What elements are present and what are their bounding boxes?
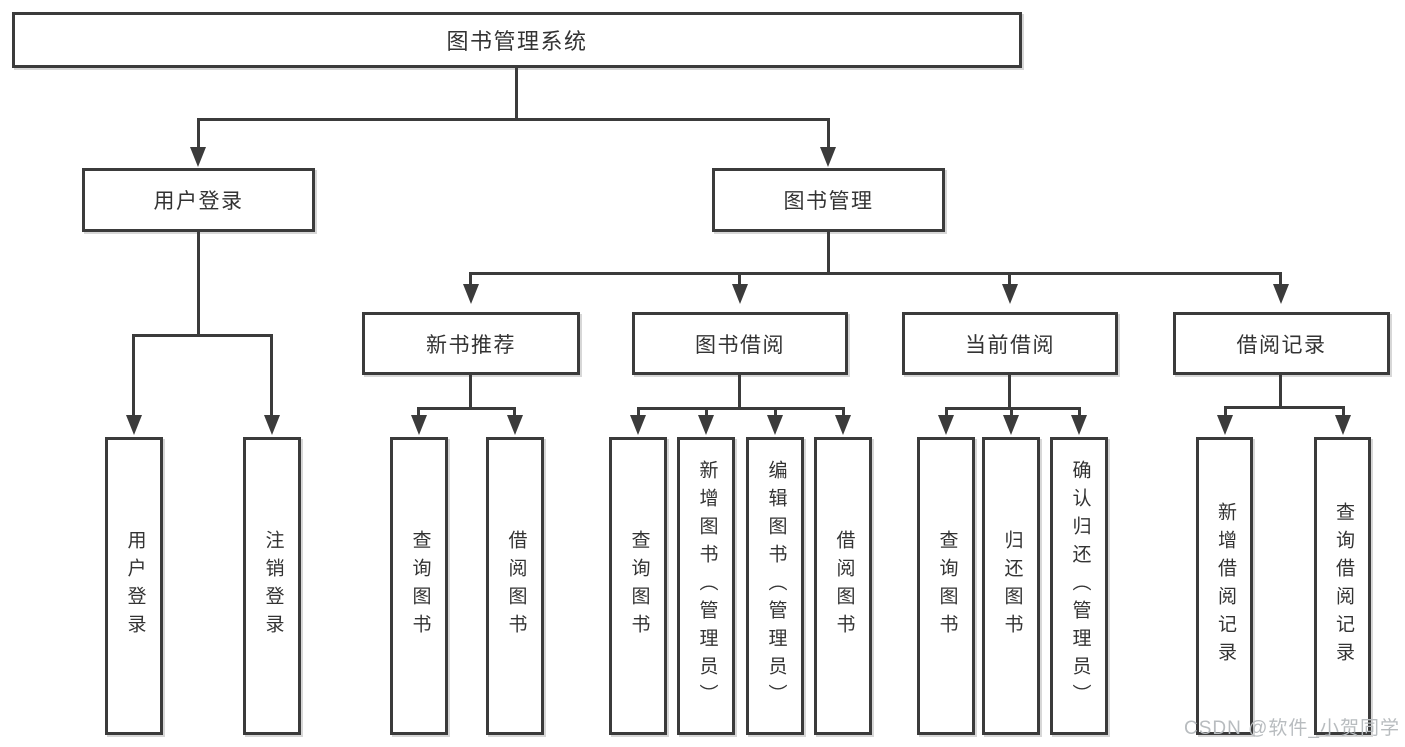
leaf-cb-query-books: 查询图书: [917, 437, 975, 735]
connector-user-login-stem: [197, 232, 200, 334]
connector-new-book-bar: [419, 407, 516, 410]
node-borrow-records: 借阅记录: [1173, 312, 1390, 375]
arrowhead-bb-edit: [767, 415, 783, 435]
arrowhead-leaf-user-login: [126, 415, 142, 435]
connector-book-borrow-bar: [638, 407, 844, 410]
node-current-borrow: 当前借阅: [902, 312, 1118, 375]
node-current-borrow-label: 当前借阅: [965, 333, 1055, 357]
leaf-bb-borrow-books-label: 借阅图书: [833, 530, 855, 642]
node-root-label: 图书管理系统: [446, 29, 588, 54]
connector-new-book-stem: [469, 375, 472, 407]
connector-cb-drop2: [1010, 407, 1013, 417]
leaf-bb-edit-book-admin-label: 编辑图书（管理员）: [765, 460, 787, 712]
connector-new-book-drop2: [513, 407, 516, 417]
connector-book-mgmt-bar: [471, 272, 1281, 275]
arrowhead-leaf-logout: [264, 415, 280, 435]
leaf-br-add-record-label: 新增借阅记录: [1214, 502, 1236, 670]
arrowhead-br-query: [1335, 415, 1351, 435]
leaf-user-login: 用户登录: [105, 437, 163, 735]
connector-new-book-drop1: [417, 407, 420, 417]
connector-borrow-records-bar: [1225, 406, 1344, 409]
node-book-mgmt: 图书管理: [712, 168, 945, 232]
connector-user-login-drop-right: [270, 334, 273, 416]
node-book-borrow: 图书借阅: [632, 312, 848, 375]
leaf-cb-query-books-label: 查询图书: [936, 530, 958, 642]
leaf-bb-edit-book-admin: 编辑图书（管理员）: [746, 437, 804, 735]
arrowhead-bb-add: [698, 415, 714, 435]
connector-current-borrow-bar: [946, 407, 1080, 410]
leaf-br-add-record: 新增借阅记录: [1196, 437, 1253, 735]
leaf-cb-return-books-label: 归还图书: [1001, 530, 1023, 642]
leaf-logout-label: 注销登录: [262, 530, 284, 642]
connector-book-borrow-stem: [738, 375, 741, 407]
connector-root-drop-left: [197, 118, 200, 150]
node-book-borrow-label: 图书借阅: [695, 333, 785, 357]
arrowhead-book-mgmt: [820, 147, 836, 167]
leaf-bb-query-books-label: 查询图书: [628, 530, 650, 642]
node-user-login: 用户登录: [82, 168, 315, 232]
leaf-logout: 注销登录: [243, 437, 301, 735]
connector-user-login-drop-left: [132, 334, 135, 416]
leaf-cb-return-books: 归还图书: [982, 437, 1040, 735]
connector-drop-borrow-records: [1279, 272, 1282, 286]
arrowhead-borrow-records: [1273, 284, 1289, 304]
connector-bb-drop3: [774, 407, 777, 417]
leaf-nb-borrow-books: 借阅图书: [486, 437, 544, 735]
csdn-watermark: CSDN @软件_小贺同学: [1184, 718, 1400, 739]
node-borrow-records-label: 借阅记录: [1236, 333, 1327, 357]
arrowhead-nb-borrow: [507, 415, 523, 435]
connector-book-mgmt-stem: [827, 232, 830, 272]
arrowhead-new-book: [463, 284, 479, 304]
leaf-bb-add-book-admin-label: 新增图书（管理员）: [696, 460, 718, 712]
connector-cb-drop3: [1078, 407, 1081, 417]
arrowhead-bb-query: [630, 415, 646, 435]
leaf-cb-confirm-return-admin: 确认归还（管理员）: [1050, 437, 1108, 735]
connector-bb-drop1: [637, 407, 640, 417]
leaf-bb-add-book-admin: 新增图书（管理员）: [677, 437, 735, 735]
connector-root-stem: [515, 68, 518, 118]
leaf-cb-confirm-return-admin-label: 确认归还（管理员）: [1069, 460, 1091, 712]
arrowhead-nb-query: [411, 415, 427, 435]
connector-current-borrow-stem: [1008, 375, 1011, 407]
connector-borrow-records-stem: [1279, 375, 1282, 406]
arrowhead-current-borrow: [1002, 284, 1018, 304]
leaf-nb-query-books-label: 查询图书: [409, 530, 431, 642]
connector-drop-current-borrow: [1008, 272, 1011, 286]
connector-drop-new-book: [469, 272, 472, 286]
connector-bb-drop4: [842, 407, 845, 417]
connector-root-drop-right: [827, 118, 830, 150]
connector-drop-book-borrow: [738, 272, 741, 286]
node-book-mgmt-label: 图书管理: [783, 190, 874, 213]
connector-cb-drop1: [945, 407, 948, 417]
arrowhead-br-add: [1217, 415, 1233, 435]
connector-bb-drop2: [705, 407, 708, 417]
node-new-book-recommend-label: 新书推荐: [426, 333, 516, 357]
connector-root-bar: [197, 118, 830, 121]
leaf-nb-query-books: 查询图书: [390, 437, 448, 735]
arrowhead-bb-borrow: [835, 415, 851, 435]
connector-user-login-bar: [133, 334, 273, 337]
arrowhead-cb-confirm: [1071, 415, 1087, 435]
leaf-bb-query-books: 查询图书: [609, 437, 667, 735]
node-user-login-label: 用户登录: [153, 190, 244, 213]
arrowhead-book-borrow: [732, 284, 748, 304]
leaf-bb-borrow-books: 借阅图书: [814, 437, 872, 735]
connector-br-drop1: [1224, 406, 1227, 417]
node-new-book-recommend: 新书推荐: [362, 312, 580, 375]
connector-br-drop2: [1342, 406, 1345, 417]
leaf-user-login-label: 用户登录: [124, 530, 146, 642]
arrowhead-cb-return: [1003, 415, 1019, 435]
node-root: 图书管理系统: [12, 12, 1022, 68]
arrowhead-cb-query: [938, 415, 954, 435]
arrowhead-user-login: [190, 147, 206, 167]
leaf-br-query-record: 查询借阅记录: [1314, 437, 1371, 735]
leaf-br-query-record-label: 查询借阅记录: [1332, 502, 1354, 670]
leaf-nb-borrow-books-label: 借阅图书: [505, 530, 527, 642]
